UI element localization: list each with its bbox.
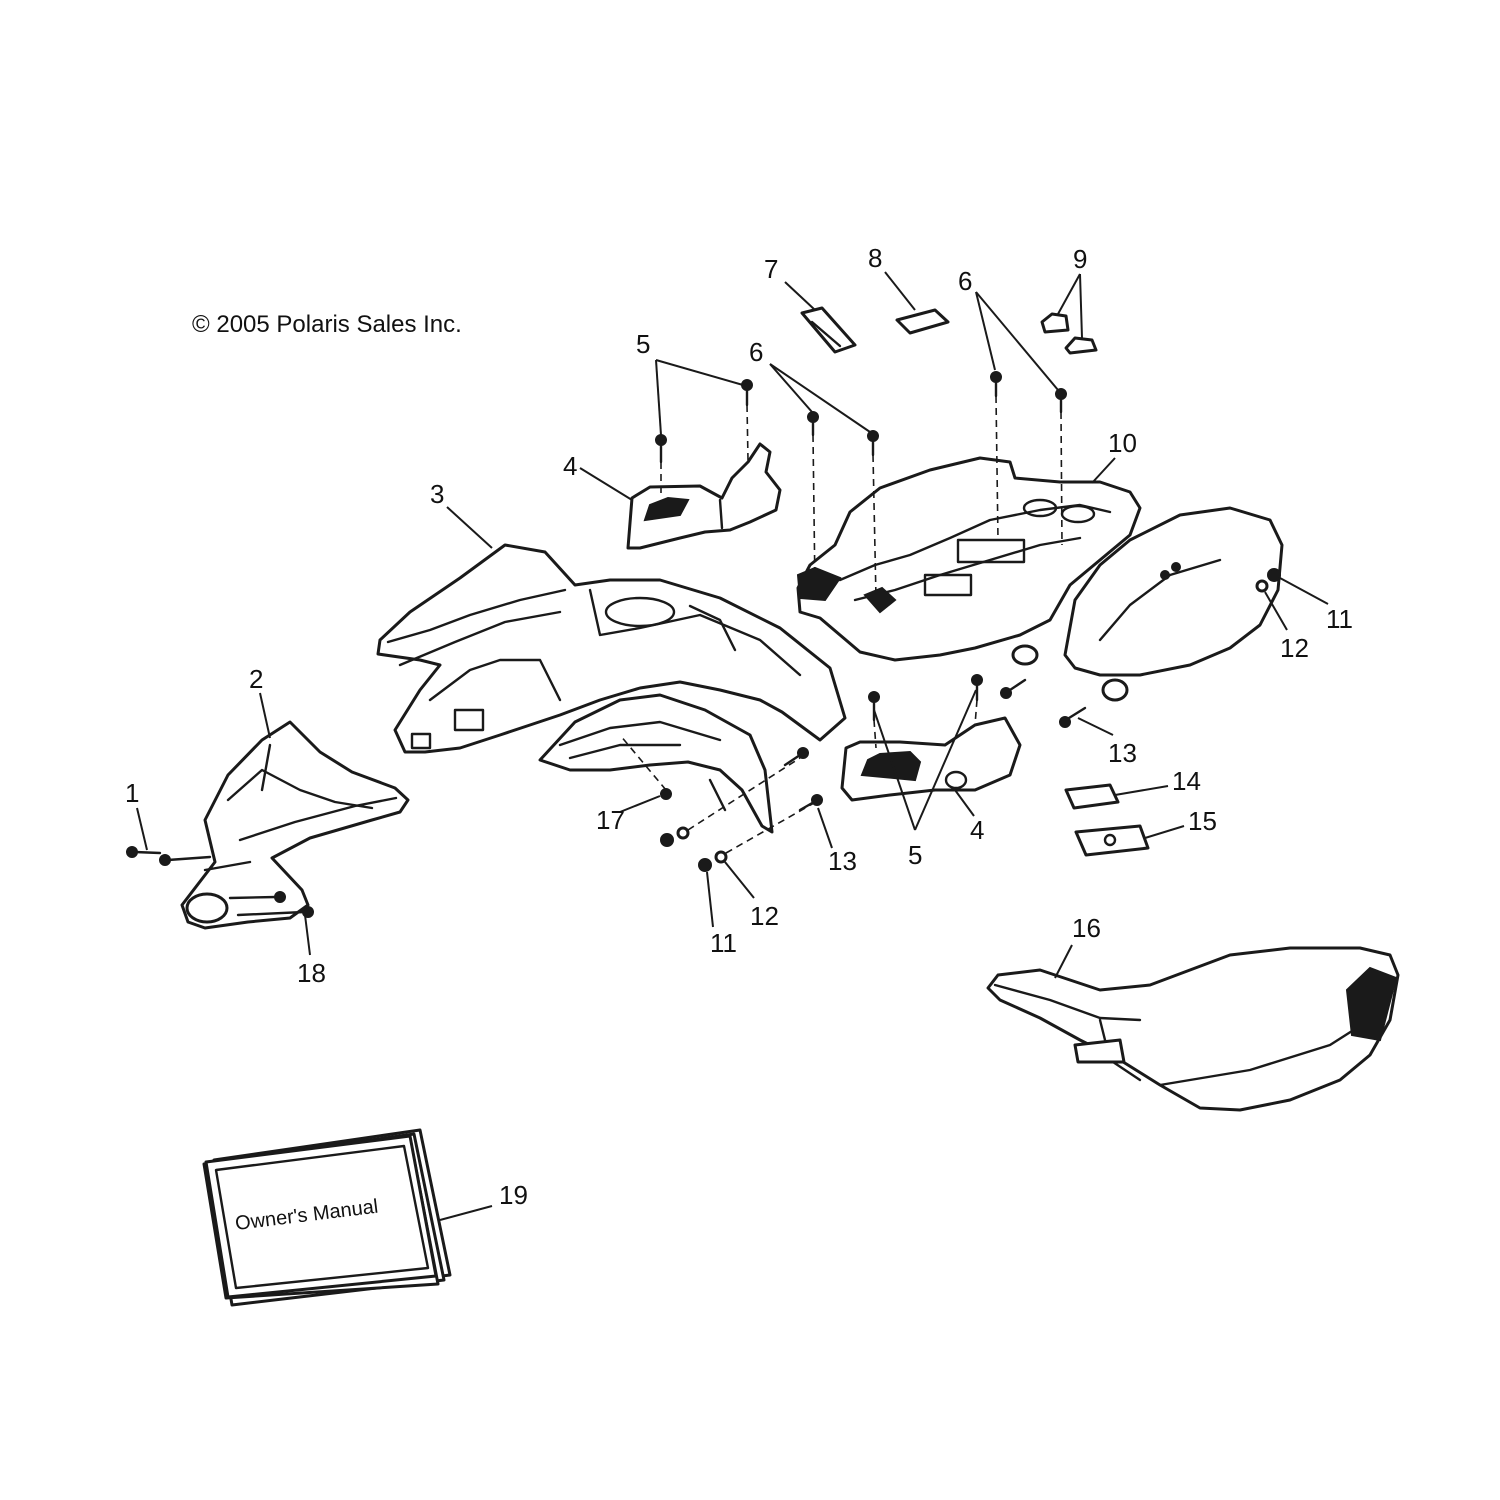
part-owners-manual: Owner's Manual [202,1128,452,1307]
part-14-decal [1064,783,1120,810]
part-15-plate [1074,824,1150,857]
callout-5-lower: 5 [908,840,922,870]
part-front-fender [376,543,847,834]
callout-15: 15 [1188,806,1217,836]
callout-13-right: 13 [1108,738,1137,768]
callout-13-lower: 13 [828,846,857,876]
callout-14: 14 [1172,766,1201,796]
callout-6-left: 6 [749,337,763,367]
callout-3: 3 [430,479,444,509]
callout-11-right: 11 [1326,604,1353,634]
callout-numbers: 1 2 3 4 4 5 5 6 6 7 8 9 10 11 11 12 12 1… [125,243,1353,1210]
callout-7: 7 [764,254,778,284]
part-7-cap [800,306,857,354]
callout-2: 2 [249,664,263,694]
alignment-lines [619,395,1063,854]
part-seat [986,946,1400,1112]
callout-8: 8 [868,243,882,273]
callout-12-lower: 12 [750,901,779,931]
callout-18: 18 [297,958,326,988]
copyright-notice: © 2005 Polaris Sales Inc. [192,311,462,338]
callout-4-lower: 4 [970,815,984,845]
part-side-panel-left [626,442,782,550]
leader-lines [136,271,1329,1221]
callout-4-upper: 4 [563,451,577,481]
part-9-caps [1040,312,1098,355]
callout-19: 19 [499,1180,528,1210]
part-front-bumper [180,720,410,930]
part-side-panel-right [840,716,1022,802]
callout-10: 10 [1108,428,1137,458]
callout-17: 17 [596,805,625,835]
callout-12-right: 12 [1280,633,1309,663]
part-8-clip [895,308,950,335]
callout-6-right: 6 [958,266,972,296]
callout-5-upper: 5 [636,329,650,359]
callout-11-lower: 11 [710,928,737,958]
part-rear-fender [796,456,1284,702]
callout-1: 1 [125,778,139,808]
callout-9: 9 [1073,244,1087,274]
callout-16: 16 [1072,913,1101,943]
fastener-group [126,371,1281,918]
